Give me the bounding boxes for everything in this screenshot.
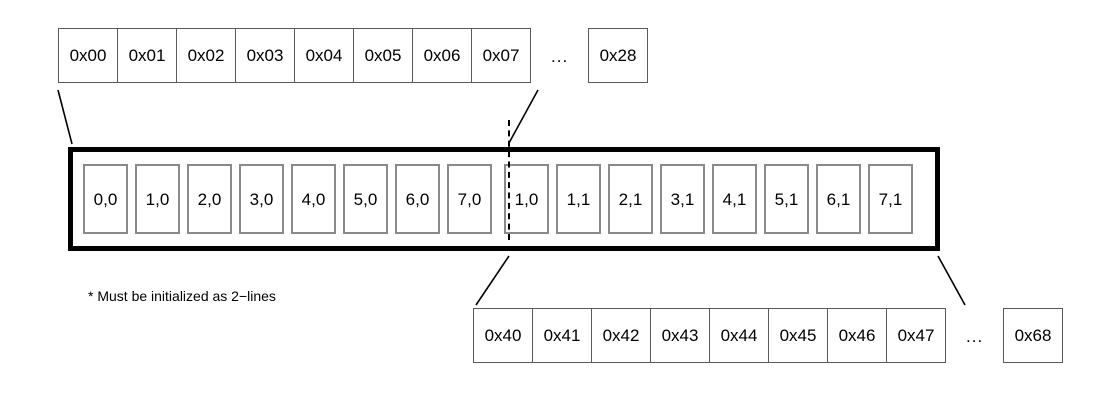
top-address-cell: 0x02 <box>176 28 236 83</box>
top-address-row: 0x00 0x01 0x02 0x03 0x04 0x05 0x06 0x07 <box>58 28 531 83</box>
buffer-cell: 2,1 <box>608 164 653 234</box>
bottom-address-cell: 0x41 <box>532 308 592 363</box>
buffer-cell: 5,1 <box>764 164 809 234</box>
connector-left-bottom <box>475 255 510 306</box>
bottom-address-cell: 0x45 <box>768 308 828 363</box>
buffer-cell: 4,1 <box>712 164 757 234</box>
bottom-address-cell: 0x40 <box>473 308 533 363</box>
bottom-address-cell: 0x42 <box>591 308 651 363</box>
bottom-address-cell: 0x44 <box>709 308 769 363</box>
buffer-cell: 1,1 <box>556 164 601 234</box>
line-split-dashed-marker <box>508 120 510 240</box>
buffer-cell: 4,0 <box>291 164 336 234</box>
caption-note: * Must be initialized as 2−lines <box>88 288 276 304</box>
buffer-cell: 1,0 <box>135 164 180 234</box>
bottom-address-cell: 0x47 <box>886 308 946 363</box>
connector-left-top <box>57 89 73 145</box>
bottom-row-ellipsis: ... <box>966 327 984 346</box>
connector-right-bottom <box>937 255 966 306</box>
buffer-cell: 6,0 <box>395 164 440 234</box>
buffer-cell: 6,1 <box>816 164 861 234</box>
bottom-address-row: 0x40 0x41 0x42 0x43 0x44 0x45 0x46 0x47 <box>473 308 946 363</box>
buffer-cell: 0,0 <box>83 164 128 234</box>
bottom-address-cell: 0x43 <box>650 308 710 363</box>
top-address-cell: 0x01 <box>117 28 177 83</box>
buffer-cell: 1,0 <box>504 164 549 234</box>
two-line-buffer: 0,0 1,0 2,0 3,0 4,0 5,0 6,0 7,0 1,0 1,1 … <box>68 147 940 251</box>
top-address-cell: 0x07 <box>471 28 531 83</box>
buffer-cell-strip: 0,0 1,0 2,0 3,0 4,0 5,0 6,0 7,0 1,0 1,1 … <box>73 152 935 246</box>
buffer-cell: 2,0 <box>187 164 232 234</box>
top-row-ellipsis: ... <box>551 47 569 66</box>
top-address-tail-cell: 0x28 <box>588 28 648 83</box>
buffer-cell: 3,0 <box>239 164 284 234</box>
buffer-cell: 7,0 <box>447 164 492 234</box>
connector-right-top <box>508 89 539 144</box>
buffer-cell: 7,1 <box>868 164 913 234</box>
bottom-address-cell: 0x46 <box>827 308 887 363</box>
top-address-cell: 0x06 <box>412 28 472 83</box>
bottom-address-tail-cell: 0x68 <box>1003 308 1063 363</box>
top-address-cell: 0x00 <box>58 28 118 83</box>
buffer-cell: 3,1 <box>660 164 705 234</box>
top-address-cell: 0x04 <box>294 28 354 83</box>
buffer-cell: 5,0 <box>343 164 388 234</box>
